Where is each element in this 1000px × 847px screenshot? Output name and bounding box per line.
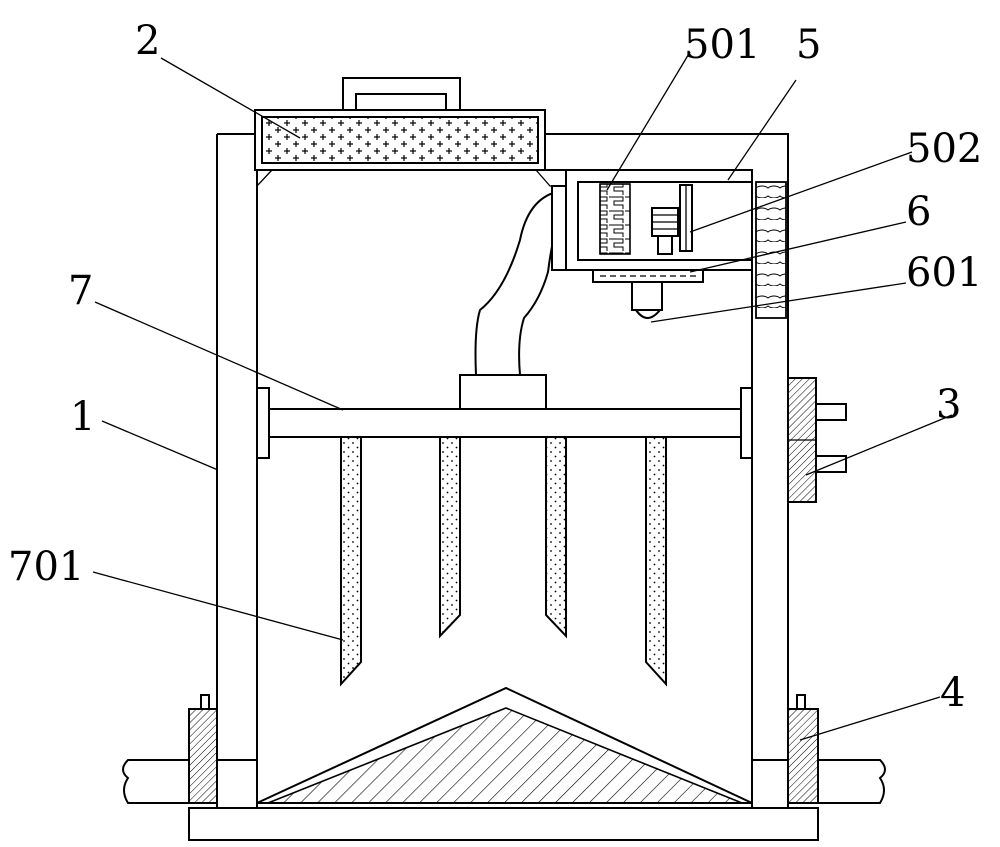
label-3: 3 [936, 382, 961, 428]
blades [340, 436, 667, 687]
drive-gear [787, 377, 847, 503]
tray-6 [592, 269, 704, 319]
label-5: 5 [796, 22, 821, 68]
stirring-shaft [256, 387, 753, 459]
base-plate [188, 807, 819, 841]
label-2: 2 [135, 18, 160, 64]
label-7: 7 [68, 268, 93, 314]
label-1: 1 [70, 394, 95, 440]
label-6: 6 [906, 189, 931, 235]
fan-box [565, 169, 787, 319]
hose [459, 185, 567, 410]
labels: 2 501 5 502 6 601 7 3 1 701 4 [8, 18, 982, 716]
leader-lines [92, 51, 953, 741]
label-4: 4 [940, 670, 965, 716]
label-601: 601 [906, 250, 982, 296]
label-502: 502 [906, 126, 982, 172]
feet [122, 694, 886, 804]
bottom-cone [256, 686, 753, 804]
label-501: 501 [684, 22, 760, 68]
label-701: 701 [8, 544, 84, 590]
top-cover [254, 77, 546, 171]
